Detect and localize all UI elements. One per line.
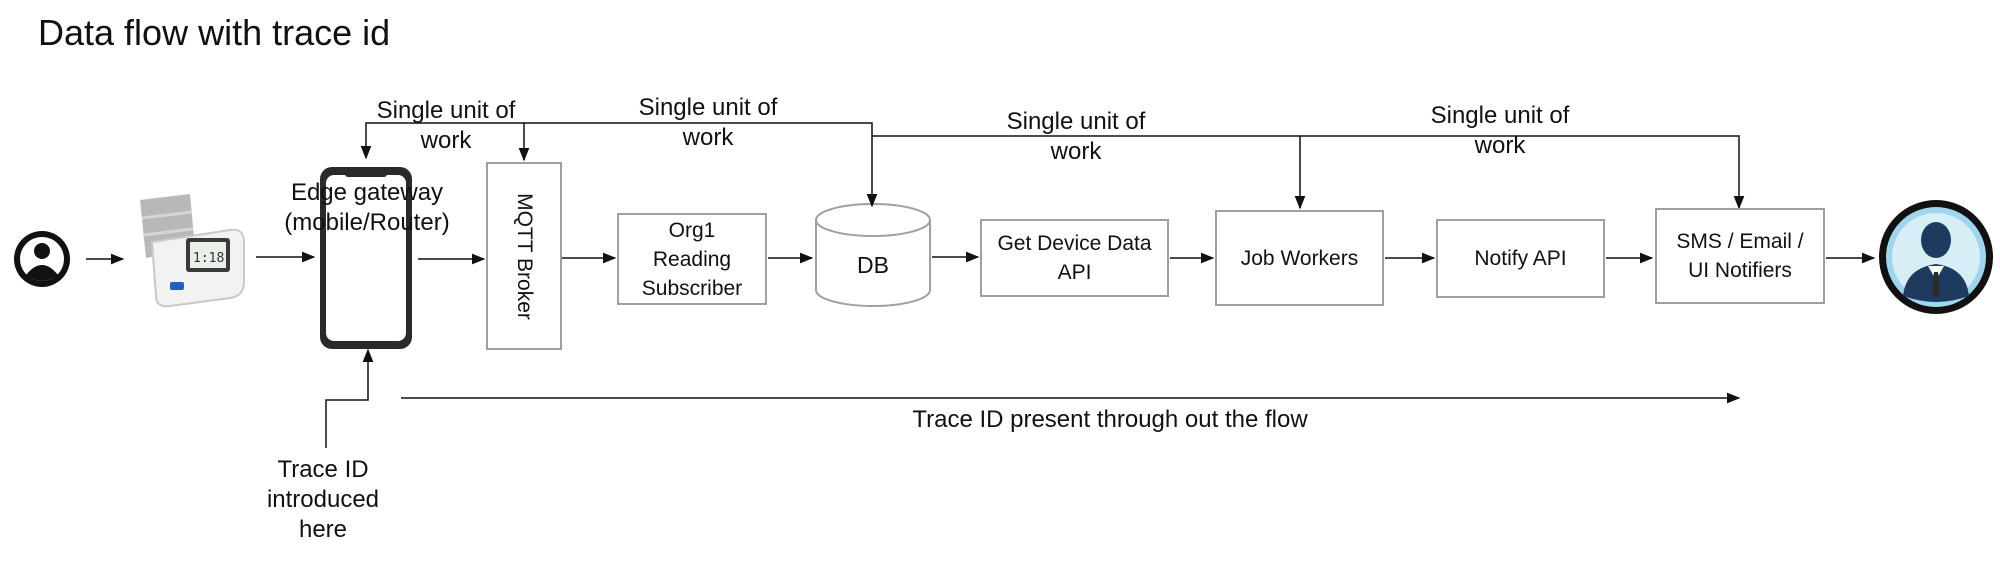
- db-label: DB: [857, 252, 889, 278]
- notifiers-node: SMS / Email / UI Notifiers: [1655, 208, 1825, 304]
- person-avatar-icon: [1879, 200, 1993, 314]
- blood-pressure-monitor-icon: 1:18: [140, 194, 245, 308]
- mqtt-broker-label: MQTT Broker: [512, 192, 536, 320]
- trace-present-label: Trace ID present through out the flow: [912, 406, 1308, 433]
- job-workers-node: Job Workers: [1215, 210, 1384, 306]
- unit-of-work-label-2: Single unit of work: [638, 94, 778, 151]
- smartphone-icon: [320, 167, 412, 349]
- svg-text:1:18: 1:18: [193, 251, 224, 266]
- trace-introduced-label: Trace ID introduced here: [266, 456, 380, 543]
- db-cylinder: [815, 203, 931, 307]
- flow-arrows: [86, 251, 1876, 265]
- get-device-data-api-node: Get Device Data API: [980, 219, 1169, 297]
- user-icon: [14, 231, 70, 287]
- unit-of-work-brackets: [360, 122, 1745, 210]
- trace-arrows: [325, 348, 1741, 448]
- edge-gateway-label: Edge gateway (mobile/Router): [284, 179, 450, 236]
- org1-reading-subscriber-node: Org1 Reading Subscriber: [617, 213, 767, 305]
- unit-of-work-label-3: Single unit of work: [1006, 108, 1146, 165]
- notify-api-node: Notify API: [1436, 219, 1605, 298]
- unit-of-work-label-4: Single unit of work: [1430, 102, 1570, 159]
- diagram-title: Data flow with trace id: [38, 12, 391, 53]
- mqtt-broker-node: MQTT Broker: [486, 162, 562, 350]
- unit-of-work-label-1: Single unit of work: [376, 97, 516, 154]
